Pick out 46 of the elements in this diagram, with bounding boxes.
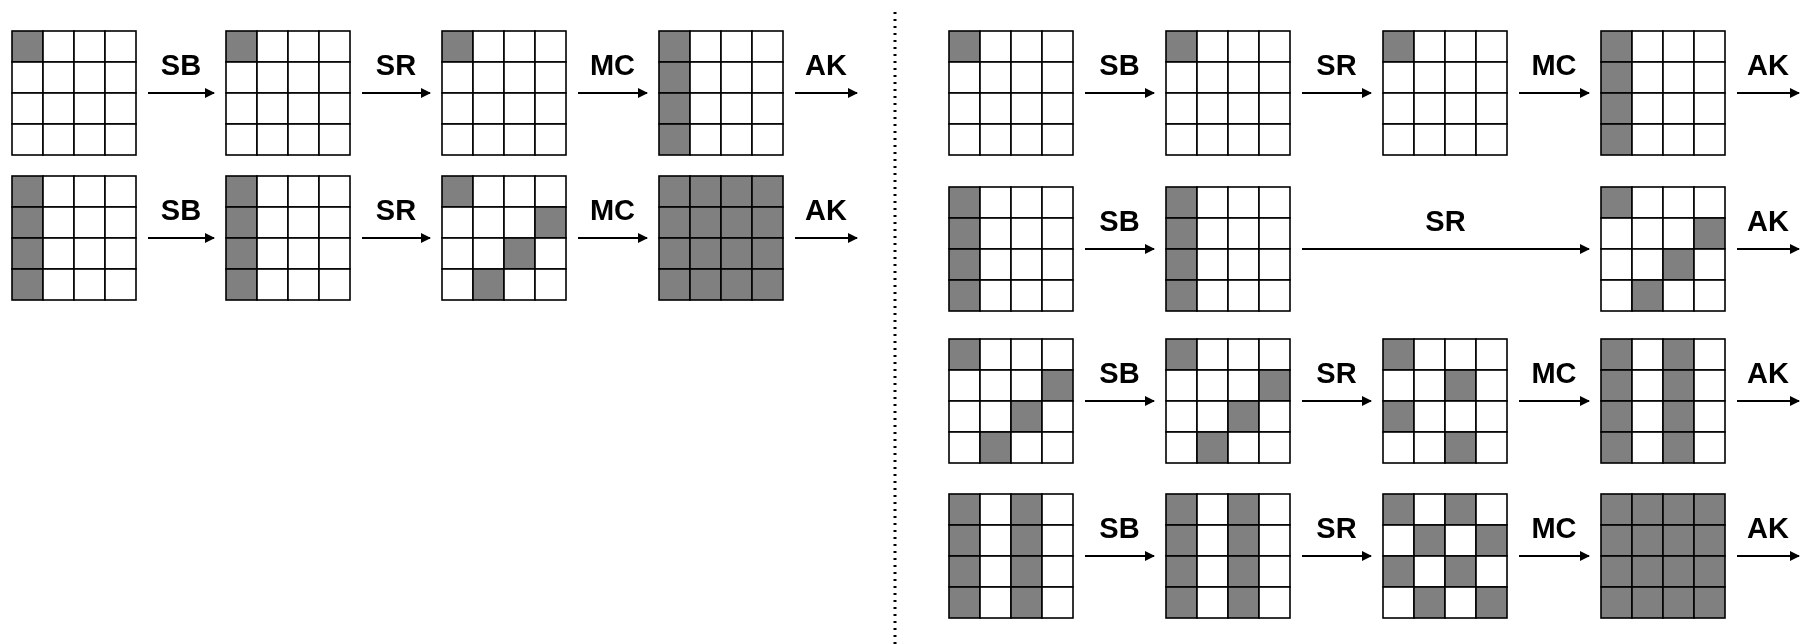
state-grid (1383, 339, 1507, 463)
state-grid (1166, 339, 1290, 463)
state-grid (949, 339, 1073, 463)
arrow (577, 233, 648, 243)
arrow (1084, 396, 1155, 406)
arrow (1084, 244, 1155, 254)
state-grid (1166, 31, 1290, 155)
state-grid (442, 176, 566, 300)
arrow (1301, 551, 1372, 561)
state-grid (949, 494, 1073, 618)
state-grid (1601, 187, 1725, 311)
state-grid (226, 176, 350, 300)
arrow (1301, 244, 1590, 254)
arrow (794, 88, 858, 98)
arrow (794, 233, 858, 243)
arrow (361, 88, 431, 98)
arrow (1736, 244, 1800, 254)
state-grid (1383, 494, 1507, 618)
state-grid (1601, 494, 1725, 618)
state-grid (949, 187, 1073, 311)
state-grid (1601, 339, 1725, 463)
state-grid (12, 31, 136, 155)
arrow (1736, 88, 1800, 98)
state-grid (12, 176, 136, 300)
arrow (147, 88, 215, 98)
state-grid (1166, 494, 1290, 618)
state-grid (1383, 31, 1507, 155)
arrow (1518, 396, 1590, 406)
arrow (361, 233, 431, 243)
state-grid (949, 31, 1073, 155)
arrow (1736, 551, 1800, 561)
arrow (1084, 551, 1155, 561)
state-grid (226, 31, 350, 155)
state-grid (1166, 187, 1290, 311)
state-grid (1601, 31, 1725, 155)
arrow (1518, 88, 1590, 98)
arrow (1084, 88, 1155, 98)
arrow (577, 88, 648, 98)
arrow (1301, 396, 1372, 406)
state-grid (442, 31, 566, 155)
state-grid (659, 176, 783, 300)
arrow (1736, 396, 1800, 406)
arrow (1518, 551, 1590, 561)
state-grid (659, 31, 783, 155)
arrow (1301, 88, 1372, 98)
arrow (147, 233, 215, 243)
